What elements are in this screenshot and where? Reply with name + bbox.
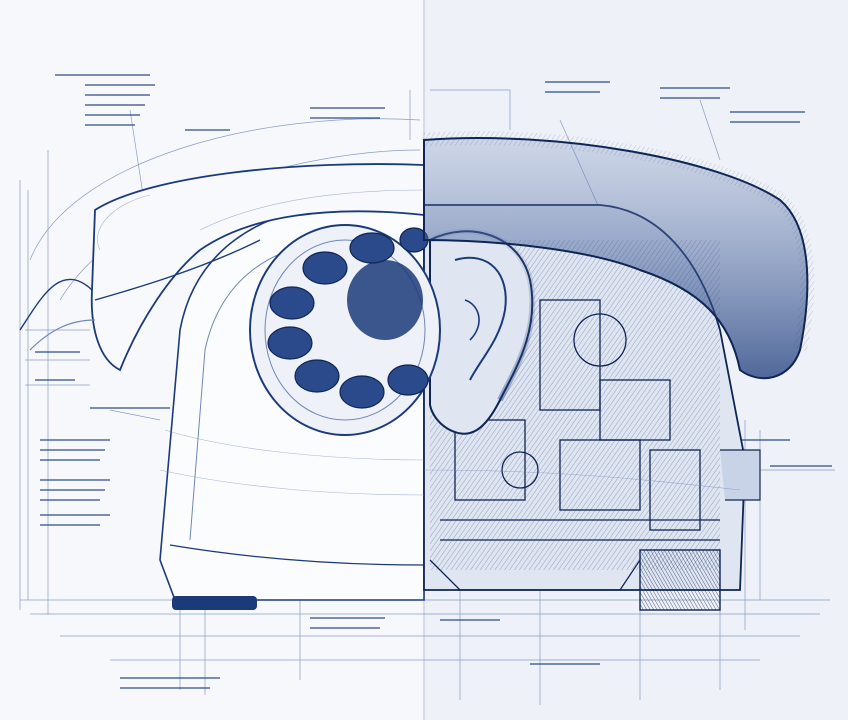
dimension-lines xyxy=(19,89,835,705)
sketch-strokes xyxy=(97,189,741,496)
side-jack xyxy=(720,449,761,501)
internal-mechanism xyxy=(429,299,720,591)
handset-cord xyxy=(19,278,93,331)
annotation-scribbles xyxy=(35,74,832,689)
handset xyxy=(19,131,815,380)
finger-holes xyxy=(267,227,429,409)
rotary-dial xyxy=(249,224,441,436)
handset-left xyxy=(90,163,425,372)
dial-center xyxy=(347,260,423,340)
foot-right xyxy=(639,549,721,611)
foot-left xyxy=(172,596,257,610)
